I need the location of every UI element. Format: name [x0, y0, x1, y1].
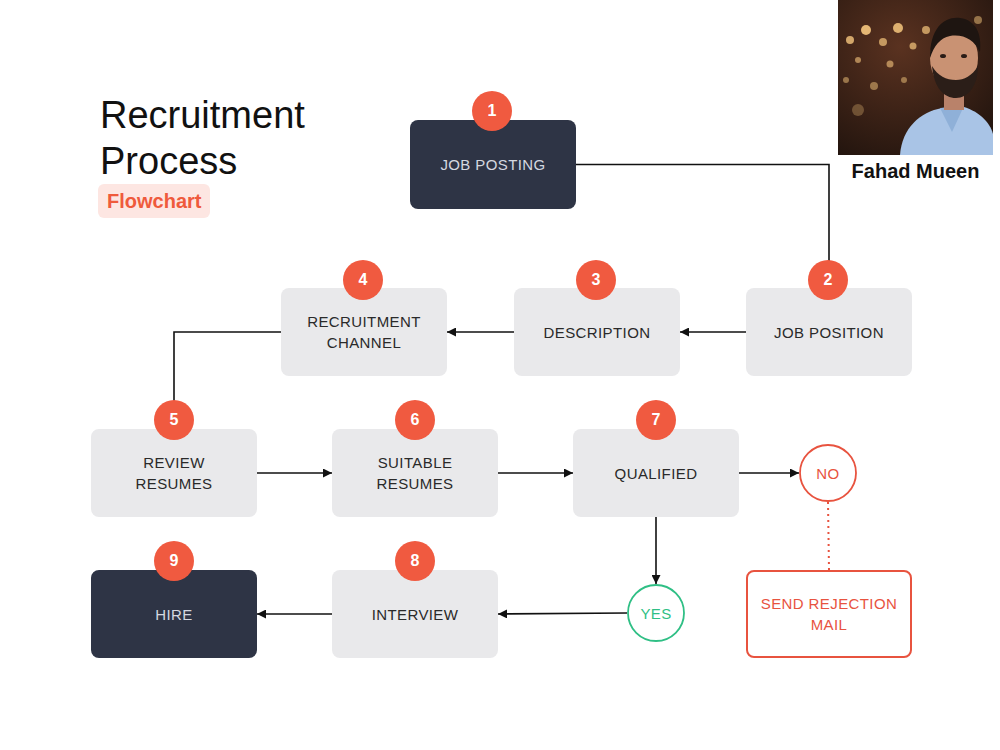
- text-wrap: YES: [640, 603, 671, 624]
- circle-outline: [628, 585, 684, 641]
- callout-number: 3: [576, 260, 616, 300]
- callout-number: 8: [395, 541, 435, 581]
- person-figure: [900, 18, 993, 155]
- bokeh-lights: [843, 16, 982, 116]
- rejection-box: SEND REJECTION MAIL: [746, 570, 912, 658]
- process-box: SUITABLE RESUMES: [332, 429, 498, 517]
- diagram-title: Recruitment Process: [100, 92, 350, 184]
- text-wrap: INTERVIEW: [372, 604, 459, 625]
- text-wrap: DESCRIPTION: [544, 322, 651, 343]
- decision-box: QUALIFIED: [573, 429, 739, 517]
- process-box: RECRUITMENT CHANNEL: [281, 288, 447, 376]
- text-wrap: JOB POSTING: [440, 154, 545, 175]
- text-wrap: QUALIFIED: [615, 463, 698, 484]
- node-text: RECRUITMENT CHANNEL: [299, 311, 429, 353]
- flow-connector: [498, 472, 573, 474]
- flow-connector: [498, 613, 627, 614]
- text-wrap: HIRE: [155, 604, 192, 625]
- flow-connector: [257, 472, 332, 474]
- node-text: YES: [640, 603, 671, 624]
- subtitle-tag: Flowchart: [98, 184, 210, 218]
- node-text: JOB POSTING: [440, 154, 545, 175]
- outcome-circle: NO: [799, 444, 857, 502]
- node-text: NO: [816, 463, 839, 484]
- flow-connector: [739, 472, 799, 474]
- start-box: JOB POSTING: [410, 120, 576, 209]
- end-box: HIRE: [91, 570, 257, 658]
- node-text: INTERVIEW: [372, 604, 459, 625]
- callout-number: 2: [808, 260, 848, 300]
- portrait-photo: [838, 0, 993, 155]
- text-wrap: SEND REJECTION MAIL: [754, 593, 904, 635]
- person-name: Fahad Mueen: [838, 160, 993, 183]
- process-box: REVIEW RESUMES: [91, 429, 257, 517]
- process-box: JOB POSITION: [746, 288, 912, 376]
- flow-connector: [655, 517, 657, 584]
- node-text: JOB POSITION: [774, 322, 884, 343]
- process-box: INTERVIEW: [332, 570, 498, 658]
- callout-number: 6: [395, 400, 435, 440]
- node-text: QUALIFIED: [615, 463, 698, 484]
- text-wrap: SUITABLE RESUMES: [359, 452, 471, 494]
- flow-connector: [576, 165, 829, 289]
- photo-background: [838, 0, 993, 155]
- callout-number: 5: [154, 400, 194, 440]
- circle-outline: [800, 445, 856, 501]
- process-box: DESCRIPTION: [514, 288, 680, 376]
- node-text: DESCRIPTION: [544, 322, 651, 343]
- node-text: SEND REJECTION MAIL: [754, 593, 904, 635]
- callout-number: 1: [472, 91, 512, 131]
- flow-connector: [680, 331, 746, 333]
- text-wrap: RECRUITMENT CHANNEL: [299, 311, 429, 353]
- flow-connector: [447, 331, 514, 333]
- node-text: SUITABLE RESUMES: [359, 452, 471, 494]
- text-wrap: JOB POSITION: [774, 322, 884, 343]
- outcome-circle: YES: [627, 584, 685, 642]
- callout-number: 7: [636, 400, 676, 440]
- callout-number: 9: [154, 541, 194, 581]
- text-wrap: NO: [816, 463, 839, 484]
- callout-number: 4: [343, 260, 383, 300]
- node-text: HIRE: [155, 604, 192, 625]
- flow-connector: [828, 502, 829, 570]
- text-wrap: REVIEW RESUMES: [118, 452, 230, 494]
- node-text: REVIEW RESUMES: [118, 452, 230, 494]
- flow-connector: [257, 613, 332, 615]
